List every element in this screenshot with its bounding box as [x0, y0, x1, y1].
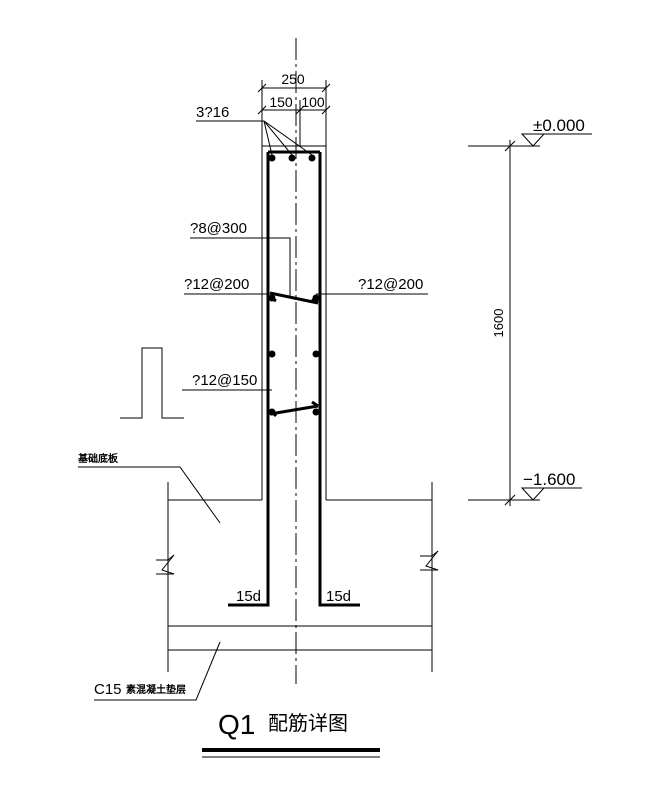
- top-level-label: ±0.000: [533, 116, 585, 135]
- anchor-left-label: 15d: [236, 588, 261, 605]
- rebar-cage: [228, 150, 360, 607]
- drawing-title-sub: 配筋详图: [268, 712, 348, 735]
- wall-profile-symbol: [120, 347, 184, 419]
- tie-leader: [190, 237, 291, 298]
- bottom-level-marker: [520, 487, 546, 501]
- wall-width-label: 250: [281, 71, 305, 87]
- cushion-leader: [94, 641, 221, 701]
- break-symbol-left: [156, 554, 175, 575]
- foundation-slab-leader: [78, 466, 221, 524]
- tie-label: ?8@300: [190, 220, 247, 237]
- split-dimension: [257, 100, 331, 146]
- top-bar-dots: [268, 154, 316, 162]
- vertical-bar-label: ?12@150: [192, 372, 257, 389]
- foundation-slab-note: 基础底板: [77, 452, 119, 465]
- bottom-level-label: −1.600: [523, 470, 575, 489]
- break-symbol-right: [420, 550, 439, 571]
- foundation-slab: [167, 482, 433, 672]
- vertical-bar-dots: [268, 294, 320, 416]
- top-level-marker: [520, 133, 546, 147]
- tie-bars: [268, 291, 319, 418]
- cushion-prefix: C15: [94, 681, 122, 698]
- cushion-suffix: 素混凝土垫层: [126, 683, 186, 696]
- top-bars-leader: [196, 120, 313, 156]
- horizontal-left-label: ?12@200: [184, 276, 249, 293]
- height-dimension: [468, 140, 540, 506]
- top-bars-label: 3?16: [196, 104, 229, 121]
- wall-outline: [261, 145, 327, 500]
- width-dimension: [257, 80, 331, 146]
- horizontal-right-label: ?12@200: [358, 276, 423, 293]
- right-part-label: 100: [301, 94, 325, 110]
- left-part-label: 150: [269, 94, 293, 110]
- height-label: 1600: [491, 309, 506, 338]
- anchor-right-label: 15d: [326, 588, 351, 605]
- drawing-title-main: Q1: [218, 709, 255, 740]
